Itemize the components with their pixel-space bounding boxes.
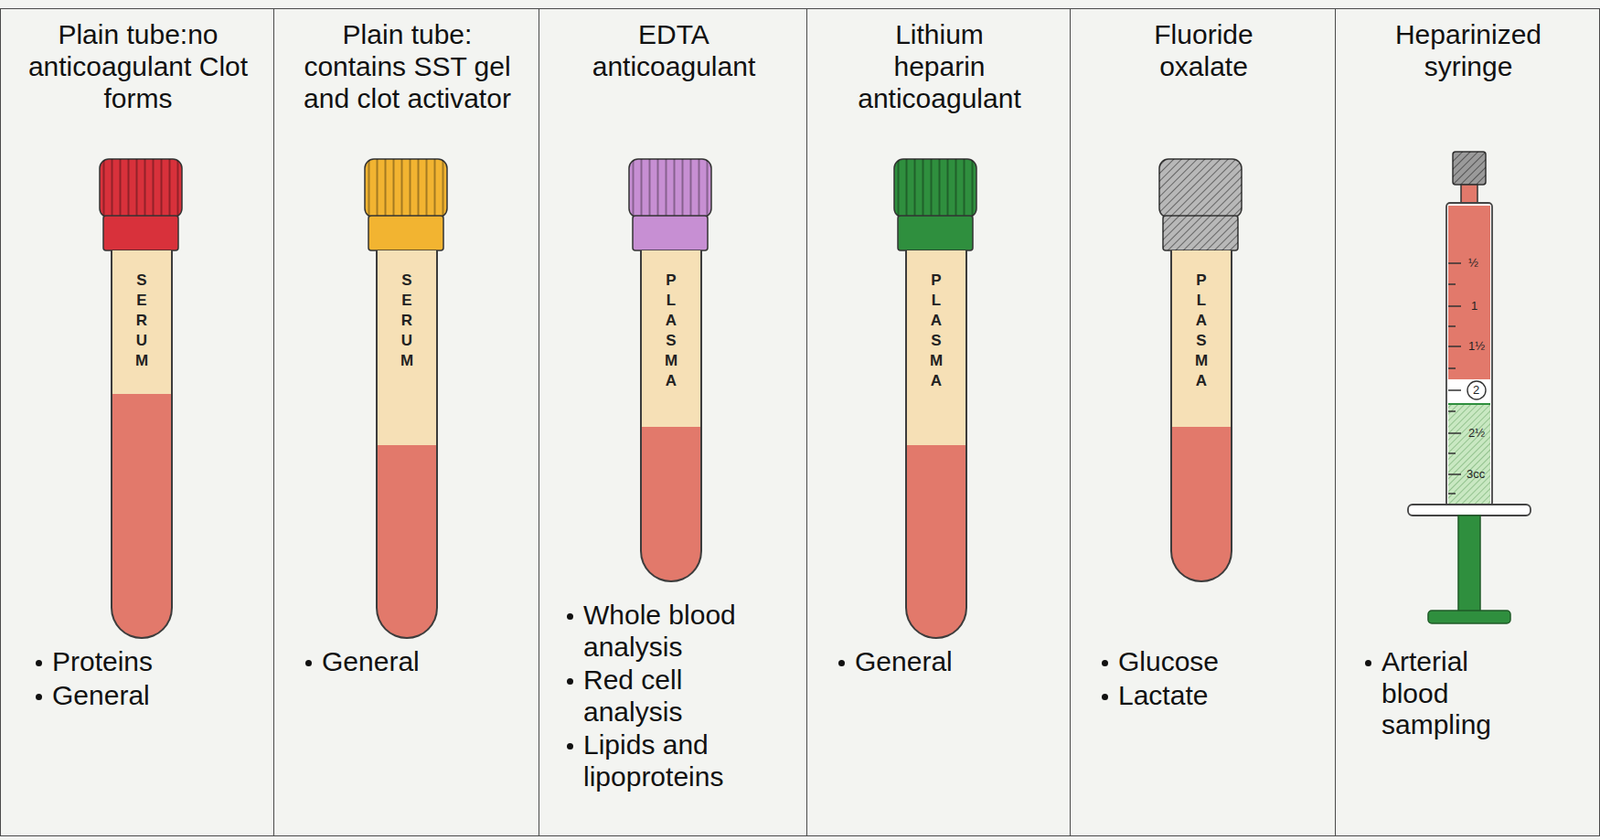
tube-heading: Fluoride oxalate [1112,18,1296,83]
blood-tube: SERUM [110,250,173,640]
use-text: Lactate [1118,680,1208,711]
blood-tube: PLASMA [640,250,703,583]
tube-panel: Plain tube:no anticoagulant Clot formsPr… [0,8,275,837]
tube-panel: EDTA anticoagulantWhole blood analysisRe… [538,8,808,837]
use-text: Lipids and lipoproteins [583,729,724,792]
tube-heading: Heparinized syringe [1367,18,1569,83]
bullet-dot [35,660,43,667]
use-text: General [321,646,420,677]
tube-panel: Lithium heparin anticoagulantGeneral PLAS… [806,8,1071,837]
tube-heading: Plain tube:no anticoagulant Clot forms [19,18,257,115]
use-text: Whole blood analysis [583,599,736,662]
blood-tube: PLASMA [905,250,968,640]
bullet-dot [35,693,43,701]
bullet-item: General [32,680,261,713]
red-cap [99,159,182,251]
use-list: GlucoseLactate [1098,646,1318,714]
tube-content-label: PLASMA [928,270,945,393]
use-text: General [52,680,150,711]
bullet-item: Lactate [1098,680,1318,713]
use-text: Red cell analysis [583,664,683,727]
use-text: Arterial blood sampling [1381,646,1492,740]
use-list: Whole blood analysisRed cell analysisLip… [563,599,747,795]
bullet-item: General [301,646,531,679]
syringe-graduation: 1½ [1468,340,1485,352]
blood-tube: PLASMA [1170,250,1233,583]
syringe [1408,151,1531,624]
bullet-dot [566,678,574,685]
use-list: Arterial blood sampling [1361,646,1517,744]
bullet-item: Glucose [1098,646,1318,679]
bullet-item: Whole blood analysis [563,599,747,663]
syringe-graduation: 1 [1471,299,1478,312]
use-list: General [834,646,1055,681]
bullet-item: Red cell analysis [563,664,747,728]
tube-panel: Plain tube: contains SST gel and clot ac… [273,8,540,837]
tube-heading: EDTA anticoagulant [554,18,793,83]
lilac-cap [629,159,712,251]
bullet-dot [838,660,845,667]
use-text: General [854,646,953,677]
tube-content-label: PLASMA [663,270,680,393]
bullet-dot [1365,660,1372,667]
bullet-item: Lipids and lipoproteins [563,729,747,793]
tube-panel: Fluoride oxalateGlucoseLactate PLASMA [1069,8,1336,837]
tube-content-label: PLASMA [1194,270,1210,393]
bullet-dot [566,743,574,750]
use-list: ProteinsGeneral [32,646,261,714]
tube-content-label: SERUM [399,270,416,372]
bullet-item: Proteins [32,646,261,679]
syringe-graduation: 2 [1472,384,1480,396]
bullet-dot [305,660,312,667]
yellow-cap [364,159,448,251]
syringe-graduation: 3cc [1466,468,1485,480]
bullet-dot [566,613,574,620]
bullet-item: Arterial blood sampling [1361,646,1517,742]
tube-heading: Plain tube: contains SST gel and clot ac… [298,18,518,115]
blood-tube: SERUM [375,250,438,640]
use-list: General [301,646,531,681]
use-text: Proteins [52,646,153,677]
tube-heading: Lithium heparin anticoagulant [845,18,1034,115]
tube-content-label: SERUM [134,270,150,372]
grey-cap [1159,159,1242,251]
use-text: Glucose [1118,646,1219,677]
green-cap [894,159,977,251]
bullet-item: General [834,646,1055,679]
bullet-dot [1101,693,1109,701]
bullet-dot [1101,660,1109,667]
syringe-graduation: 2½ [1468,426,1485,439]
syringe-graduation: ½ [1468,256,1479,269]
tube-panel: Heparinized syringeArterial blood sampli… [1334,8,1600,837]
